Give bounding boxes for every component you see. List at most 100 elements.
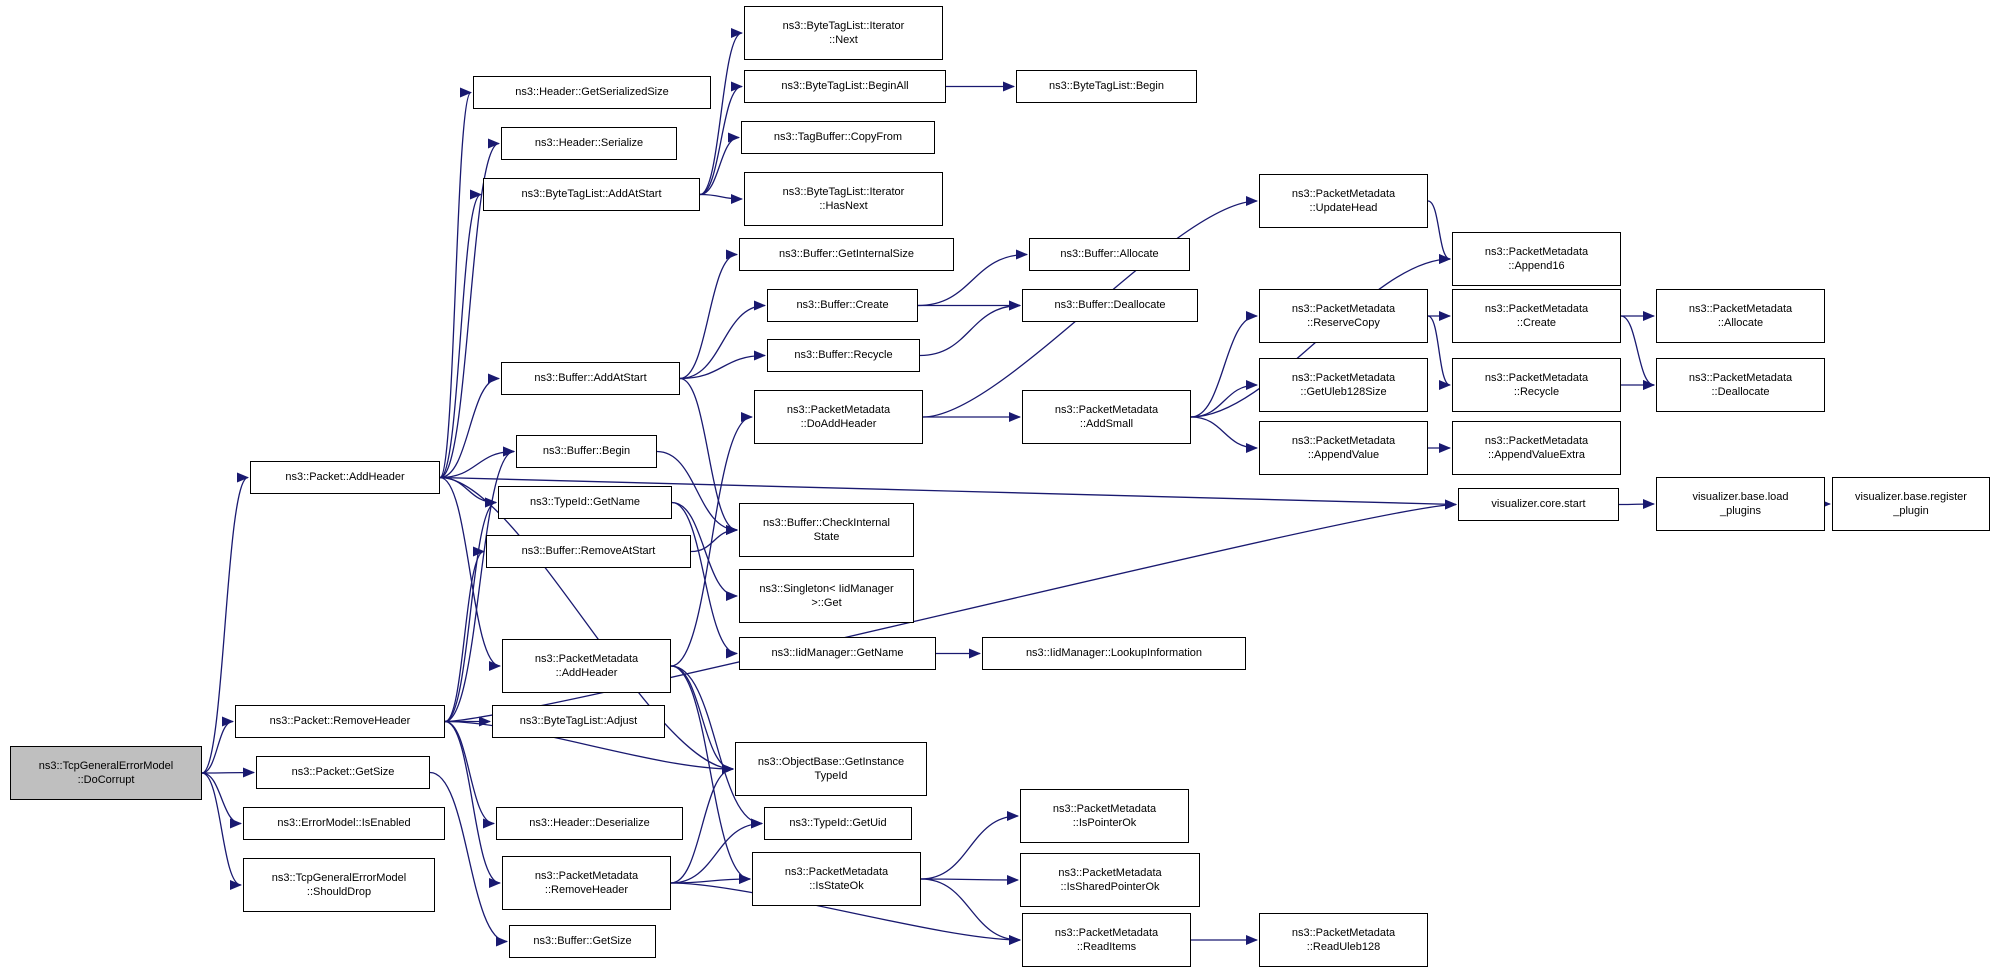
- graph-node-bufRecycle[interactable]: ns3::Buffer::Recycle: [767, 339, 920, 372]
- graph-node-getSerializedSize[interactable]: ns3::Header::GetSerializedSize: [473, 76, 711, 109]
- graph-node-pmIsSharedPointerOk[interactable]: ns3::PacketMetadata::IsSharedPointerOk: [1020, 853, 1200, 907]
- call-edge-typeIdGetName-to-iidGetName: [671, 501, 738, 659]
- graph-node-pmRecycle[interactable]: ns3::PacketMetadata::Recycle: [1452, 358, 1621, 412]
- graph-node-getUleb128Size[interactable]: ns3::PacketMetadata::GetUleb128Size: [1259, 358, 1428, 412]
- call-edge-bufAddAtStart-to-bufCreate: [679, 300, 766, 380]
- node-label-line: ns3::PacketMetadata: [1484, 245, 1589, 258]
- call-edge-pmRemoveHeader-to-typeIdGetUid: [670, 818, 763, 884]
- graph-node-typeIdGetName[interactable]: ns3::TypeId::GetName: [498, 486, 672, 519]
- graph-node-doAddHeader[interactable]: ns3::PacketMetadata::DoAddHeader: [754, 390, 923, 444]
- node-label-line: ::DoCorrupt: [77, 774, 135, 786]
- graph-node-appendValueExtra[interactable]: ns3::PacketMetadata::AppendValueExtra: [1452, 421, 1621, 475]
- call-edge-bufBegin-to-checkInternalState: [656, 450, 738, 535]
- node-label-line: ::Next: [829, 34, 858, 46]
- call-edge-addHeader-to-getSerializedSize: [439, 87, 472, 479]
- graph-node-appendValue[interactable]: ns3::PacketMetadata::AppendValue: [1259, 421, 1428, 475]
- graph-node-bufAddAtStart[interactable]: ns3::Buffer::AddAtStart: [501, 362, 680, 395]
- call-edge-removeHeader-to-pmRemoveHeader: [444, 720, 501, 888]
- call-edge-btlAddAtStart-to-copyFrom: [699, 132, 740, 196]
- graph-node-btlBegin[interactable]: ns3::ByteTagList::Begin: [1016, 70, 1197, 103]
- node-label-line: >::Get: [811, 597, 842, 609]
- graph-node-pmDeallocate[interactable]: ns3::PacketMetadata::Deallocate: [1656, 358, 1825, 412]
- call-edge-reserveCopy-to-pmRecycle: [1427, 315, 1451, 390]
- graph-node-reserveCopy[interactable]: ns3::PacketMetadata::ReserveCopy: [1259, 289, 1428, 343]
- call-edge-pmAddHeader-to-typeIdGetUid: [670, 665, 763, 829]
- graph-node-beginAll[interactable]: ns3::ByteTagList::BeginAll: [744, 70, 946, 103]
- call-edge-btlAddAtStart-to-iterHasNext: [699, 193, 743, 204]
- call-edge-bufCreate-to-bufAllocate: [917, 249, 1028, 307]
- graph-node-serialize[interactable]: ns3::Header::Serialize: [501, 127, 677, 160]
- node-label-line: ::ReadUleb128: [1306, 941, 1381, 953]
- node-label-line: ns3::PacketMetadata: [534, 869, 639, 882]
- call-edge-pmRemoveHeader-to-objGetInstanceTypeId: [670, 764, 734, 884]
- node-label-line: ns3::PacketMetadata: [1688, 371, 1793, 384]
- node-label-line: ns3::PacketMetadata: [1291, 302, 1396, 315]
- graph-node-iterHasNext[interactable]: ns3::ByteTagList::Iterator::HasNext: [744, 172, 943, 226]
- node-label-line: ns3::PacketMetadata: [1291, 434, 1396, 447]
- node-label-line: ::GetUleb128Size: [1300, 386, 1387, 398]
- graph-node-bufBegin[interactable]: ns3::Buffer::Begin: [516, 435, 657, 468]
- graph-node-iidGetName[interactable]: ns3::IidManager::GetName: [739, 637, 936, 670]
- graph-node-pmAddHeader[interactable]: ns3::PacketMetadata::AddHeader: [502, 639, 671, 693]
- graph-node-pmIsPointerOk[interactable]: ns3::PacketMetadata::IsPointerOk: [1020, 789, 1189, 843]
- node-label-line: ns3::Buffer::CheckInternal: [763, 516, 890, 529]
- node-label-line: ns3::PacketMetadata: [534, 652, 639, 665]
- graph-node-append16[interactable]: ns3::PacketMetadata::Append16: [1452, 232, 1621, 286]
- graph-node-lookupInformation[interactable]: ns3::IidManager::LookupInformation: [982, 637, 1246, 670]
- graph-node-removeHeader[interactable]: ns3::Packet::RemoveHeader: [235, 705, 445, 738]
- node-label-line: ::AddSmall: [1079, 418, 1134, 430]
- graph-node-iterNext[interactable]: ns3::ByteTagList::Iterator::Next: [744, 6, 943, 60]
- node-label-line: ns3::PacketMetadata: [1291, 371, 1396, 384]
- graph-node-bufCreate[interactable]: ns3::Buffer::Create: [767, 289, 918, 322]
- graph-node-vizStart[interactable]: visualizer.core.start: [1458, 488, 1619, 521]
- graph-node-updateHead[interactable]: ns3::PacketMetadata::UpdateHead: [1259, 174, 1428, 228]
- node-label-line: ns3::Packet::GetSize: [291, 766, 395, 779]
- graph-node-btlAdjust[interactable]: ns3::ByteTagList::Adjust: [492, 705, 665, 738]
- graph-node-vizRegister[interactable]: visualizer.base.register_plugin: [1832, 477, 1990, 531]
- graph-node-doCorrupt: ns3::TcpGeneralErrorModel::DoCorrupt: [10, 746, 202, 800]
- graph-node-bufDeallocate[interactable]: ns3::Buffer::Deallocate: [1022, 289, 1198, 322]
- graph-node-pmRemoveHeader[interactable]: ns3::PacketMetadata::RemoveHeader: [502, 856, 671, 910]
- graph-node-pmReadItems[interactable]: ns3::PacketMetadata::ReadItems: [1022, 913, 1191, 967]
- graph-node-pmCreate[interactable]: ns3::PacketMetadata::Create: [1452, 289, 1621, 343]
- graph-node-typeIdGetUid[interactable]: ns3::TypeId::GetUid: [764, 807, 912, 840]
- graph-node-isEnabled[interactable]: ns3::ErrorModel::IsEnabled: [243, 807, 445, 840]
- node-label-line: ns3::Header::Deserialize: [529, 817, 650, 830]
- graph-node-pmReadUleb128[interactable]: ns3::PacketMetadata::ReadUleb128: [1259, 913, 1428, 967]
- node-label-line: ::Create: [1516, 317, 1557, 329]
- node-label-line: ns3::Buffer::GetSize: [533, 935, 632, 948]
- node-label-line: State: [813, 531, 840, 543]
- graph-node-bufGetSize[interactable]: ns3::Buffer::GetSize: [509, 925, 656, 958]
- graph-node-pmAllocate[interactable]: ns3::PacketMetadata::Allocate: [1656, 289, 1825, 343]
- graph-node-copyFrom[interactable]: ns3::TagBuffer::CopyFrom: [741, 121, 935, 154]
- graph-node-btlAddAtStart[interactable]: ns3::ByteTagList::AddAtStart: [483, 178, 700, 211]
- node-label-line: ns3::Singleton< IidManager: [759, 582, 894, 595]
- graph-node-vizLoad[interactable]: visualizer.base.load_plugins: [1656, 477, 1825, 531]
- call-edge-pmAddHeader-to-doAddHeader: [670, 412, 753, 667]
- node-label-line: TypeId: [814, 770, 848, 782]
- call-edge-addSmall-to-appendValue: [1190, 416, 1258, 453]
- graph-node-pmIsStateOk[interactable]: ns3::PacketMetadata::IsStateOk: [752, 852, 921, 906]
- call-edge-btlAddAtStart-to-beginAll: [699, 81, 743, 196]
- graph-node-getInternalSize[interactable]: ns3::Buffer::GetInternalSize: [739, 238, 954, 271]
- call-edge-addHeader-to-btlAddAtStart: [439, 189, 482, 479]
- graph-node-singletonGet[interactable]: ns3::Singleton< IidManager>::Get: [739, 569, 914, 623]
- node-label-line: ns3::TypeId::GetUid: [789, 817, 887, 830]
- node-label-line: ns3::ErrorModel::IsEnabled: [277, 817, 411, 830]
- node-label-line: ns3::PacketMetadata: [1054, 403, 1159, 416]
- graph-node-getSize[interactable]: ns3::Packet::GetSize: [256, 756, 430, 789]
- graph-node-headerDeserialize[interactable]: ns3::Header::Deserialize: [496, 807, 683, 840]
- node-label-line: ns3::Buffer::Recycle: [794, 349, 893, 362]
- graph-node-addHeader[interactable]: ns3::Packet::AddHeader: [250, 461, 440, 494]
- node-label-line: ns3::PacketMetadata: [1058, 866, 1162, 879]
- graph-node-bufAllocate[interactable]: ns3::Buffer::Allocate: [1029, 238, 1190, 271]
- graph-node-bufRemoveAtStart[interactable]: ns3::Buffer::RemoveAtStart: [486, 535, 691, 568]
- node-label-line: ns3::TagBuffer::CopyFrom: [773, 131, 903, 144]
- node-label-line: ns3::Buffer::Deallocate: [1054, 299, 1166, 312]
- graph-node-shouldDrop[interactable]: ns3::TcpGeneralErrorModel::ShouldDrop: [243, 858, 435, 912]
- call-edge-addHeader-to-serialize: [439, 138, 500, 479]
- graph-node-addSmall[interactable]: ns3::PacketMetadata::AddSmall: [1022, 390, 1191, 444]
